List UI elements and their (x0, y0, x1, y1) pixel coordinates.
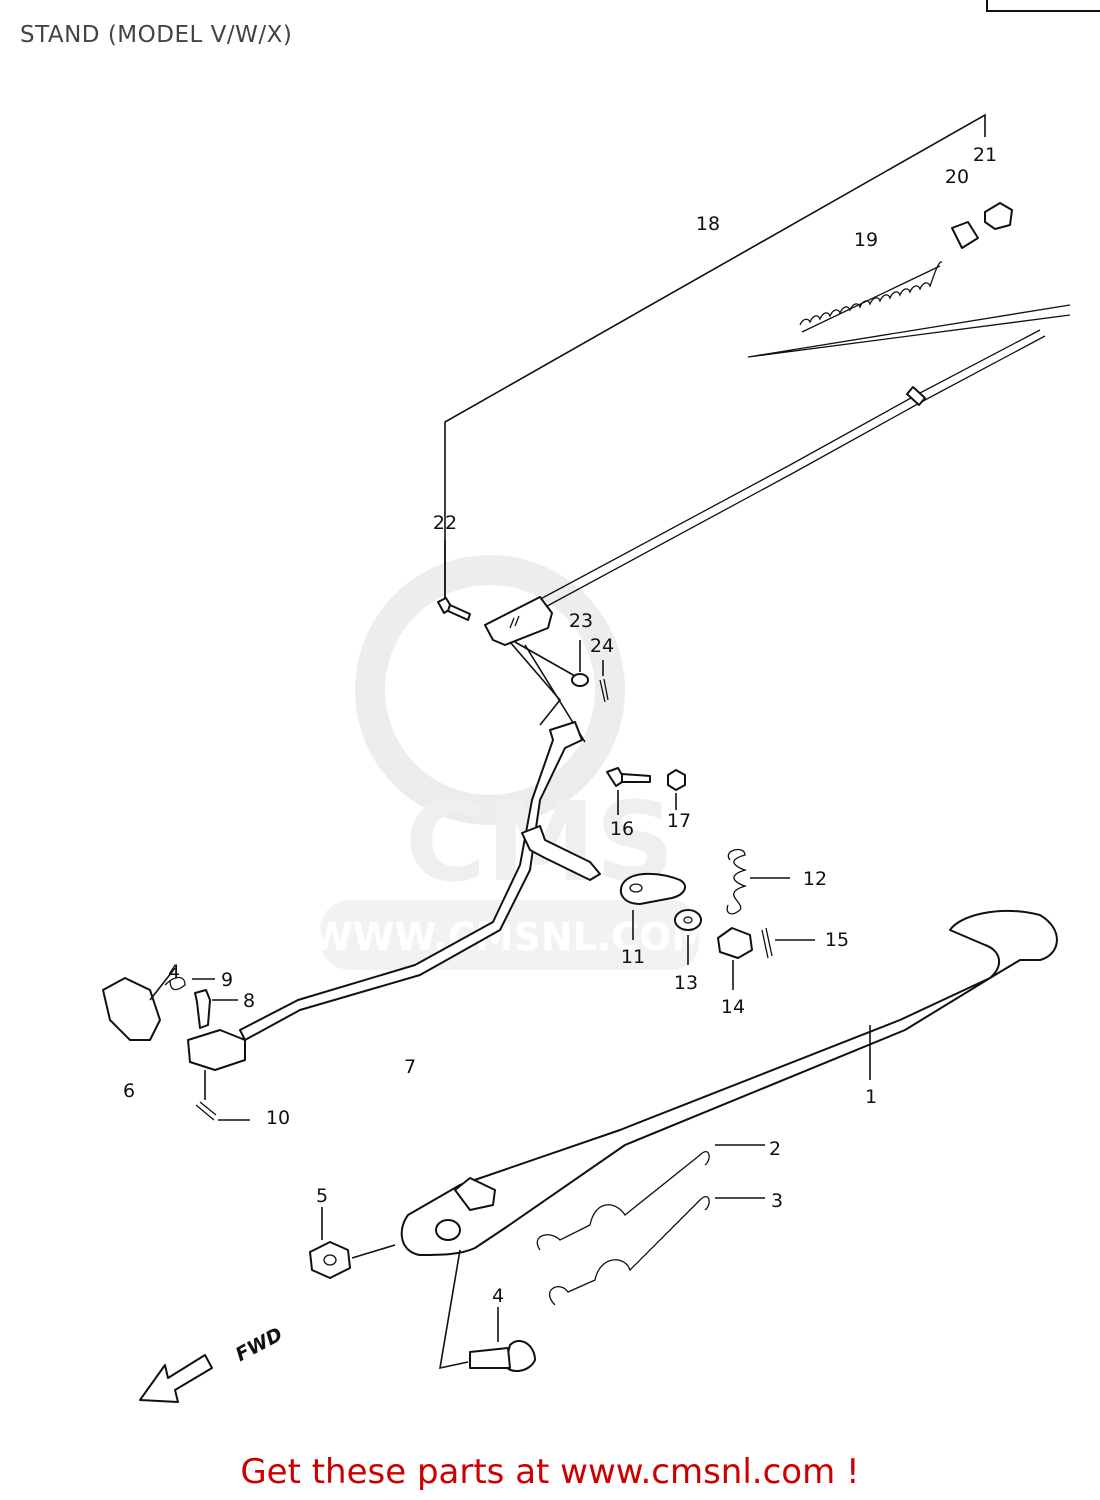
part-6 (102, 977, 161, 1041)
lever-7 (187, 721, 601, 1071)
callout-15: 15 (825, 929, 849, 951)
pin-24 (599, 660, 609, 703)
callout-3: 3 (771, 1190, 783, 1212)
callout-7: 7 (404, 1056, 416, 1078)
callout-18: 18 (696, 213, 720, 235)
part-21 (984, 202, 1013, 230)
callout-24: 24 (590, 635, 614, 657)
spring-12 (726, 848, 790, 915)
callout-5: 5 (316, 1185, 328, 1207)
callout-labels: 1 2 3 4 4 5 6 7 8 9 10 11 12 13 14 15 16… (123, 144, 997, 1307)
callout-6: 6 (123, 1080, 135, 1102)
parts-diagram: WWW.CMSNL.COM CMS (102, 113, 1071, 1403)
bracket-18 (444, 113, 986, 612)
bolt-4 (439, 1249, 536, 1372)
callout-17: 17 (667, 810, 691, 832)
nut-17 (667, 769, 686, 810)
nut-5 (309, 1207, 396, 1279)
callout-23: 23 (569, 610, 593, 632)
bolt-16 (606, 767, 651, 815)
spring-3 (548, 1195, 765, 1306)
page-title: STAND (MODEL V/W/X) (20, 22, 293, 48)
callout-20: 20 (945, 166, 969, 188)
callout-8: 8 (243, 990, 255, 1012)
cable-18 (484, 304, 1071, 646)
callout-19: 19 (854, 229, 878, 251)
callout-4b: 4 (492, 1285, 504, 1307)
bolt-22 (437, 540, 471, 621)
fwd-label: FWD (232, 1323, 286, 1366)
fwd-arrow-icon: FWD (139, 1323, 286, 1403)
side-stand-1 (400, 909, 1058, 1256)
washer-23 (514, 640, 589, 687)
nut-14 (717, 927, 753, 990)
corner-frame (986, 0, 1100, 12)
watermark-url: WWW.CMSNL.COM (311, 915, 710, 959)
callout-13: 13 (674, 972, 698, 994)
callout-10: 10 (266, 1107, 290, 1129)
spring-9 (149, 967, 215, 1001)
callout-14: 14 (721, 996, 745, 1018)
part-20 (951, 221, 979, 249)
bolt-8 (194, 989, 238, 1029)
footer-link[interactable]: Get these parts at www.cmsnl.com ! (240, 1452, 860, 1492)
callout-9: 9 (221, 969, 233, 991)
callout-11: 11 (621, 946, 645, 968)
callout-1: 1 (865, 1086, 877, 1108)
plate-11 (620, 872, 687, 940)
callout-16: 16 (610, 818, 634, 840)
callout-22: 22 (433, 512, 457, 534)
pin-10 (195, 1070, 250, 1121)
callout-21: 21 (973, 144, 997, 166)
spring-19 (799, 261, 943, 333)
spring-2 (536, 1144, 765, 1251)
callout-12: 12 (803, 868, 827, 890)
callout-4a: 4 (168, 961, 180, 983)
callout-2: 2 (769, 1138, 781, 1160)
pin-15 (761, 927, 815, 959)
washer-13 (674, 909, 702, 965)
